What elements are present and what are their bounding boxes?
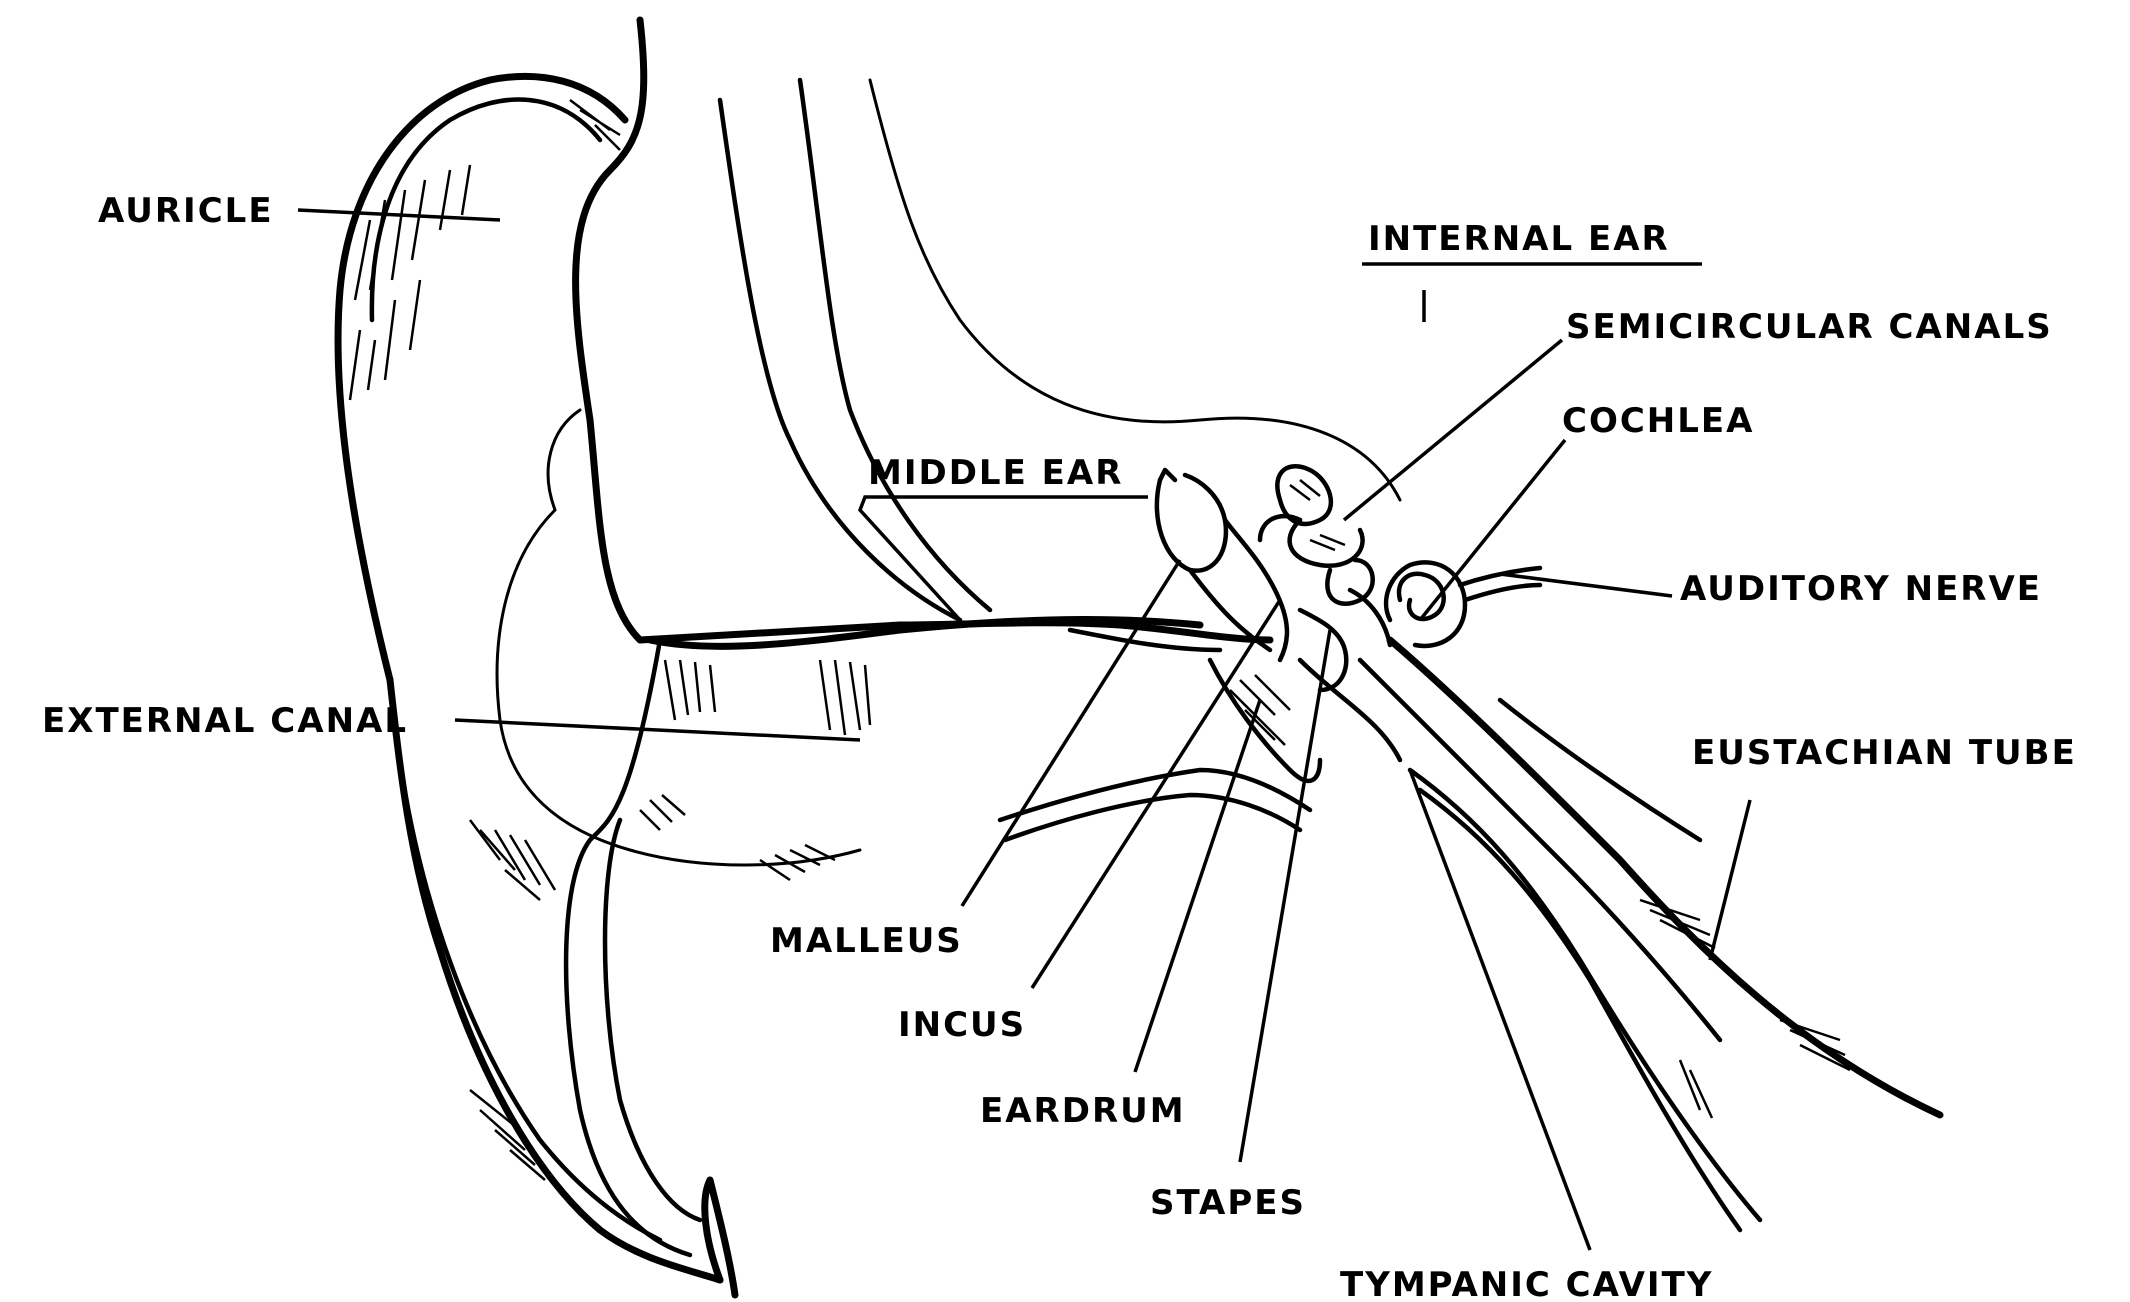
middle-ear-contour [720,80,1400,620]
label-malleus: MALLEUS [770,921,963,961]
label-incus: INCUS [898,1005,1026,1045]
malleus-leader [962,560,1180,906]
label-eustachian-tube: EUSTACHIAN TUBE [1692,733,2077,773]
label-semicircular-canals: SEMICIRCULAR CANALS [1566,307,2053,347]
label-auditory-nerve: AUDITORY NERVE [1680,569,2042,609]
label-middle-ear: MIDDLE EAR [868,453,1123,493]
label-eardrum: EARDRUM [980,1091,1186,1131]
label-cochlea: COCHLEA [1562,401,1754,441]
label-internal-ear: INTERNAL EAR [1368,219,1670,259]
eustachian-tube-leader [1710,800,1750,960]
auricle-leader [298,210,500,220]
incus-leader [1032,600,1280,988]
label-tympanic-cavity: TYMPANIC CAVITY [1340,1265,1713,1302]
label-auricle: AURICLE [98,191,274,231]
external-canal-leader [455,720,860,740]
semicircular-canals-leader [1344,340,1562,520]
tympanic-cavity-leader [1410,770,1590,1250]
external-canal-outline [650,620,1310,840]
label-external-canal: EXTERNAL CANAL [42,701,408,741]
eustachian-tube [1360,640,1940,1230]
stapes-leader [1240,630,1330,1162]
eardrum-leader [1135,700,1260,1072]
label-stapes: STAPES [1150,1183,1306,1223]
